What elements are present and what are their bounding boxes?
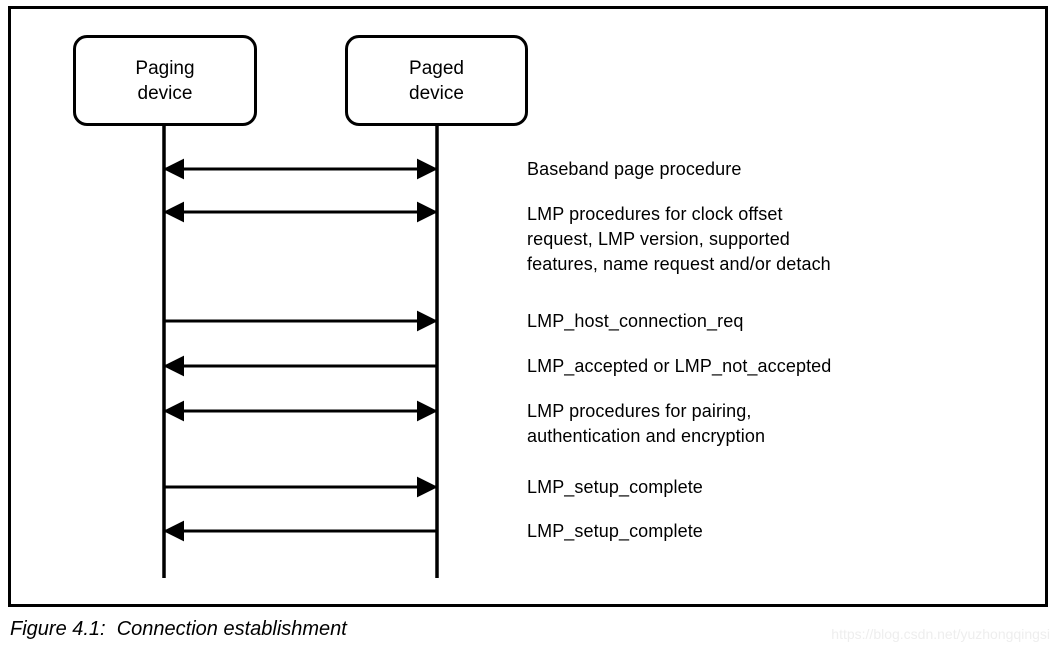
message-label-4: LMP_accepted or LMP_not_accepted: [527, 356, 832, 376]
participant-box-paging: Paging device: [73, 35, 257, 126]
participant-label-paging: Paging device: [135, 57, 195, 104]
message-label-3: LMP_host_connection_req: [527, 311, 744, 331]
message-label-6: LMP_setup_complete: [527, 477, 703, 497]
message-label-2: LMP procedures for clock offset request,…: [527, 204, 831, 274]
participant-label-paged: Paged device: [409, 57, 464, 104]
lifelines: [162, 125, 439, 578]
message-label-5: LMP procedures for pairing, authenticati…: [527, 401, 766, 446]
sequence-diagram: [162, 125, 439, 578]
message-arrows: [163, 158, 438, 542]
participant-box-paged: Paged device: [345, 35, 528, 126]
message-label-7: LMP_setup_complete: [527, 521, 703, 541]
figure-caption: Figure 4.1: Connection establishment: [10, 618, 347, 640]
message-label-1: Baseband page procedure: [527, 159, 742, 179]
watermark: https://blog.csdn.net/yuzhongqingsi: [831, 626, 1050, 642]
